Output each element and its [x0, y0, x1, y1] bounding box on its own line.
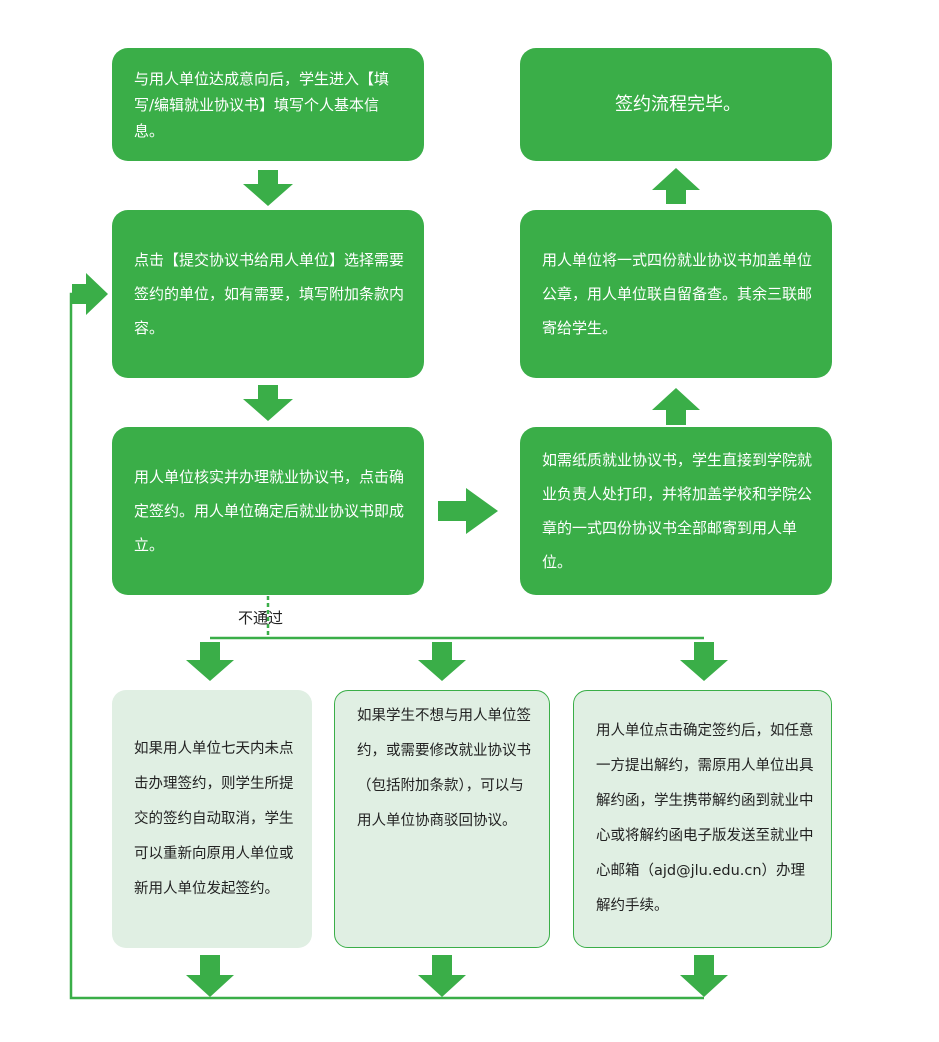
step-employer-stamp-text: 用人单位将一式四份就业协议书加盖单位公章，用人单位联自留备查。其余三联邮寄给学生… — [542, 251, 813, 337]
bottom-arrow-3 — [680, 955, 728, 997]
step-paper-copy: 如需纸质就业协议书，学生直接到学院就业负责人处打印，并将加盖学校和学院公章的一式… — [520, 427, 832, 595]
step-enter-info: 与用人单位达成意向后，学生进入【填写/编辑就业协议书】填写个人基本信息。 — [112, 48, 424, 161]
branch-timeout: 如果用人单位七天内未点击办理签约，则学生所提交的签约自动取消，学生可以重新向原用… — [112, 690, 312, 948]
branch-renegotiate: 如果学生不想与用人单位签约，或需要修改就业协议书（包括附加条款），可以与用人单位… — [334, 690, 550, 948]
loop-entry-arrow — [72, 273, 108, 315]
branch-label: 不通过 — [238, 609, 284, 627]
step-done: 签约流程完毕。 — [520, 48, 832, 161]
arrow-up-2 — [652, 168, 700, 204]
step-employer-stamp: 用人单位将一式四份就业协议书加盖单位公章，用人单位联自留备查。其余三联邮寄给学生… — [520, 210, 832, 378]
step-enter-info-text: 与用人单位达成意向后，学生进入【填写/编辑就业协议书】填写个人基本信息。 — [134, 69, 390, 140]
branch-terminate-text: 用人单位点击确定签约后，如任意一方提出解约，需原用人单位出具解约函，学生携带解约… — [596, 723, 814, 914]
step-done-text: 签约流程完毕。 — [615, 93, 741, 115]
step-submit-text: 点击【提交协议书给用人单位】选择需要签约的单位，如有需要，填写附加条款内容。 — [134, 251, 405, 337]
branch-renegotiate-text: 如果学生不想与用人单位签约，或需要修改就业协议书（包括附加条款），可以与用人单位… — [357, 708, 531, 829]
branch-timeout-text: 如果用人单位七天内未点击办理签约，则学生所提交的签约自动取消，学生可以重新向原用… — [134, 740, 294, 897]
arrow-up-1 — [652, 388, 700, 425]
step-employer-confirm: 用人单位核实并办理就业协议书，点击确定签约。用人单位确定后就业协议书即成立。 — [112, 427, 424, 595]
arrow-down-2 — [243, 385, 293, 421]
step-paper-copy-text: 如需纸质就业协议书，学生直接到学院就业负责人处打印，并将加盖学校和学院公章的一式… — [542, 451, 813, 571]
branch-arrow-1 — [186, 642, 234, 681]
arrow-right — [438, 488, 498, 534]
bottom-arrow-2 — [418, 955, 466, 997]
loop-line — [69, 292, 704, 1000]
branch-terminate: 用人单位点击确定签约后，如任意一方提出解约，需原用人单位出具解约函，学生携带解约… — [573, 690, 832, 948]
arrow-down-1 — [243, 170, 293, 206]
step-employer-confirm-text: 用人单位核实并办理就业协议书，点击确定签约。用人单位确定后就业协议书即成立。 — [134, 468, 405, 554]
branch-arrow-2 — [418, 642, 466, 681]
branch-arrow-3 — [680, 642, 728, 681]
bottom-arrow-1 — [186, 955, 234, 997]
step-submit: 点击【提交协议书给用人单位】选择需要签约的单位，如有需要，填写附加条款内容。 — [112, 210, 424, 378]
